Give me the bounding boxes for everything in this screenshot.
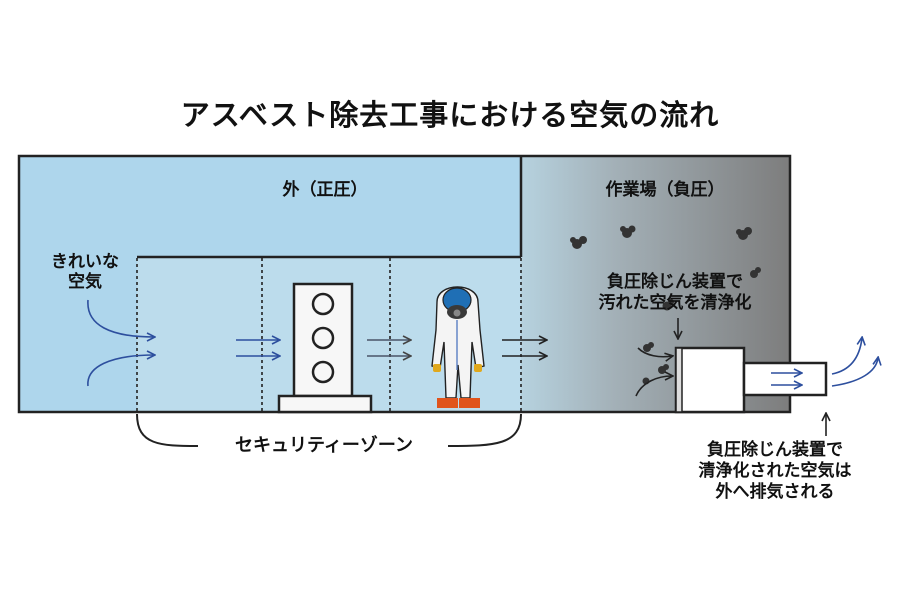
building-outline [17,154,792,414]
exhaust-duct-icon [742,361,828,397]
unit-intake-arrows [635,347,672,397]
security-zone-label: セキュリティーゾーン [234,435,414,456]
workplace-label: 作業場（負圧） [605,180,725,200]
clean-air-label: きれいな 空気 [51,252,119,292]
worker-in-protective-suit-icon [431,286,485,408]
security-zone-partitions [136,258,522,412]
workplace-arrows [502,340,546,356]
clean-air-arrows [87,299,154,387]
diagram-title: アスベスト除去工事における空気の流れ [180,98,720,132]
air-shower-unit-icon [277,282,373,414]
outside-label: 外（正圧） [282,180,368,200]
negative-pressure-unit-icon [674,346,746,414]
security-zone-brace [136,413,522,447]
zone2-arrows [236,340,279,356]
zone3-arrows [367,340,410,356]
exhaust-label: 負圧除じん装置で 清浄化された空気は 外へ排気される [698,440,852,502]
dust-particle-icon [570,225,761,385]
exhaust-arrows [831,338,878,387]
unit-top-label: 負圧除じん装置で 汚れた空気を清浄化 [598,272,752,313]
